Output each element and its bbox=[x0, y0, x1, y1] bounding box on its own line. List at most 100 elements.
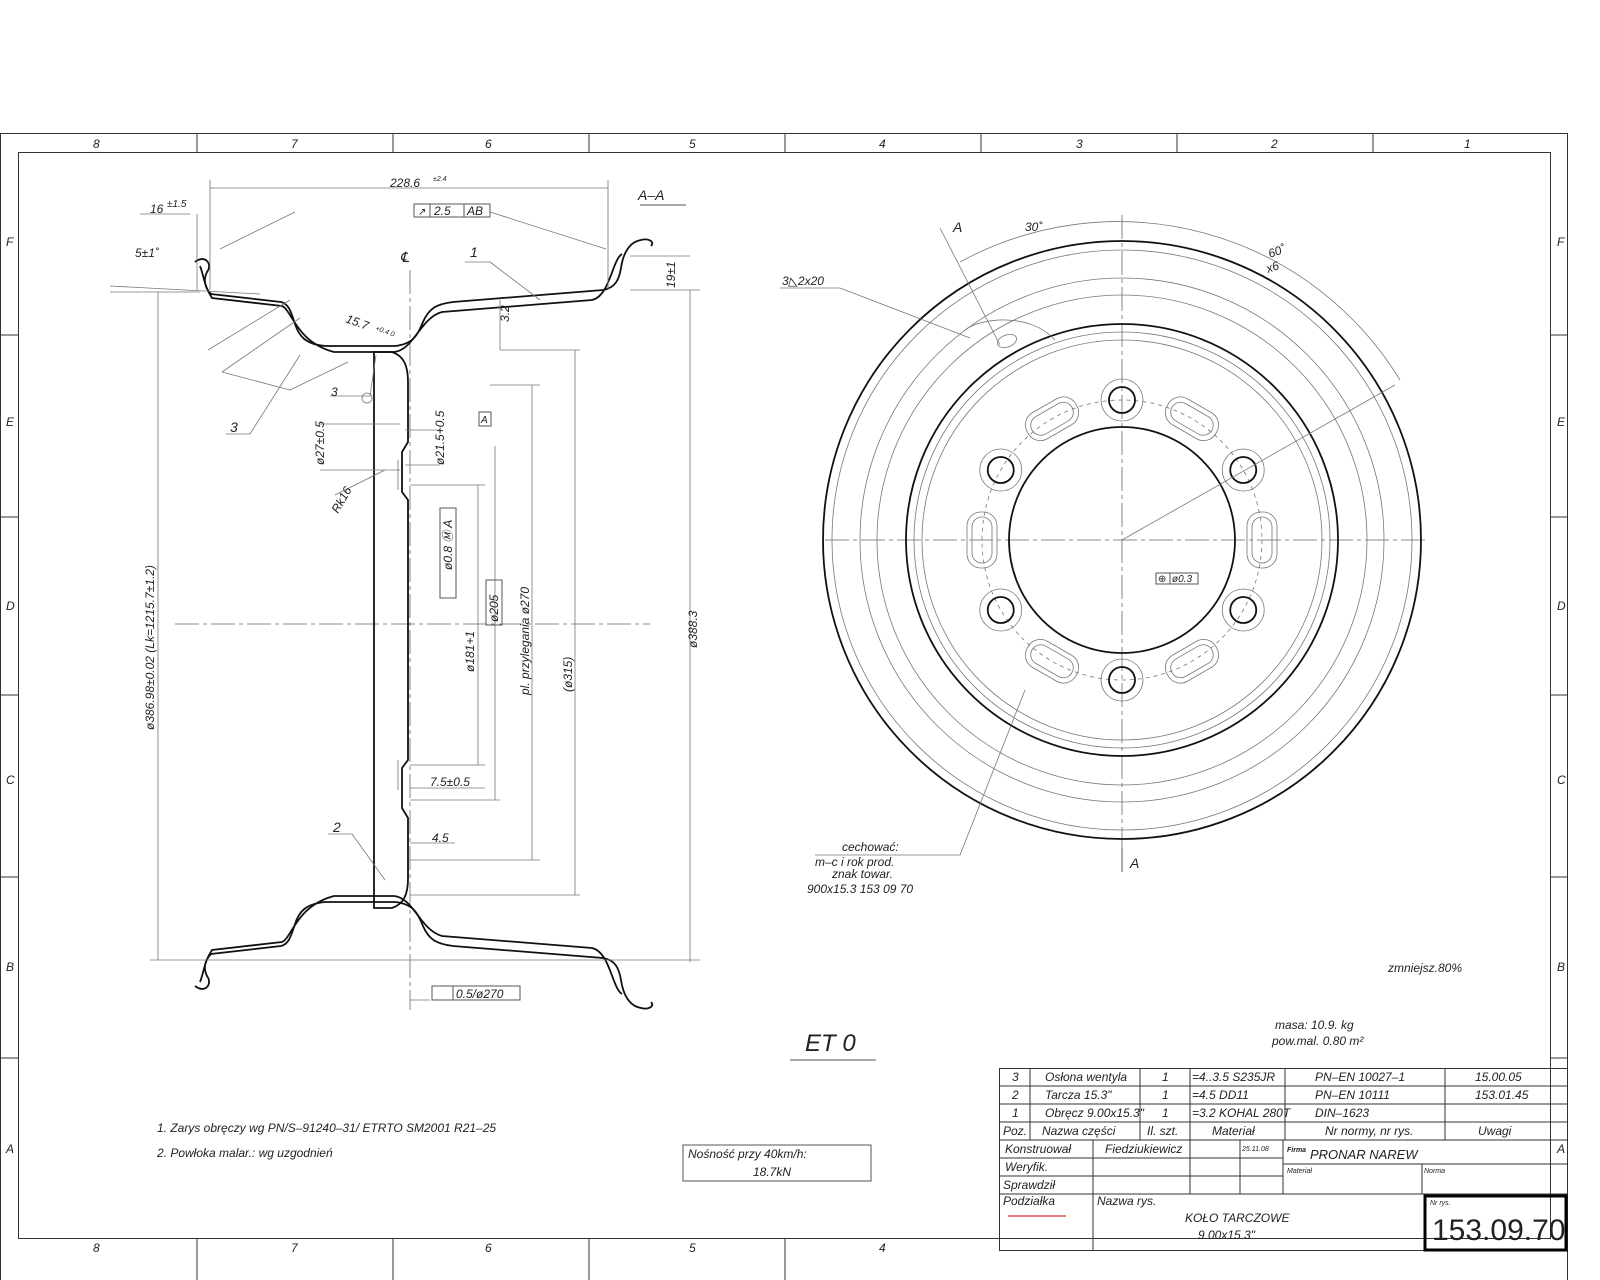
weld-callout: 3◺2x20 bbox=[782, 274, 824, 288]
scale-label: Podziałka bbox=[1003, 1194, 1055, 1208]
angle-count: x6 bbox=[1263, 258, 1281, 276]
part-name: Osłona wentyla bbox=[1045, 1070, 1127, 1084]
vent-slot-inner bbox=[1251, 516, 1273, 564]
designed-label: Konstruował bbox=[1005, 1142, 1071, 1156]
bolt-hole-outer bbox=[979, 588, 1023, 632]
area-note: pow.mal. 0.80 m² bbox=[1271, 1034, 1364, 1048]
dim-width-tol: ±2.4 bbox=[433, 176, 447, 183]
row-label: C bbox=[1557, 773, 1566, 787]
dim-width: 228.6 bbox=[389, 176, 420, 190]
marking-line-3: 900x15.3 153 09 70 bbox=[807, 882, 913, 896]
dim-d315: (ø315) bbox=[561, 657, 575, 692]
vent-slot-inner bbox=[1030, 644, 1074, 679]
runout-icon: ↗ bbox=[418, 207, 426, 218]
dim-angle: 5±1˚ bbox=[135, 246, 160, 260]
row-label: B bbox=[6, 960, 14, 974]
datum-a: A bbox=[480, 415, 488, 426]
column-label: 2 bbox=[1270, 137, 1278, 151]
dim-t75: 7.5±0.5 bbox=[430, 775, 470, 789]
firm-label: Firma bbox=[1287, 1147, 1306, 1154]
header-material: Materiał bbox=[1212, 1124, 1255, 1138]
vent-slot-inner bbox=[1170, 644, 1214, 679]
bolt-hole bbox=[1108, 666, 1136, 694]
bolt-hole bbox=[1229, 456, 1258, 484]
firm: PRONAR NAREW bbox=[1310, 1147, 1419, 1162]
bolt-hole-outer bbox=[1221, 588, 1265, 632]
header-remarks: Uwagi bbox=[1478, 1124, 1512, 1138]
column-label: 1 bbox=[1464, 137, 1471, 151]
notes: zmniejsz.80% masa: 10.9. kg pow.mal. 0.8… bbox=[156, 961, 1462, 1182]
norm-label: Norma bbox=[1424, 1168, 1445, 1175]
material-label: Materiał bbox=[1287, 1168, 1312, 1175]
checked-label: Sprawdził bbox=[1003, 1178, 1055, 1192]
vent-slot-inner bbox=[1030, 401, 1074, 436]
verified-label: Weryfik. bbox=[1005, 1160, 1048, 1174]
bolt-hole-outer bbox=[979, 448, 1023, 492]
vent-slot bbox=[1164, 396, 1220, 442]
row-label: C bbox=[6, 773, 15, 787]
row-label: F bbox=[1557, 235, 1565, 249]
column-label: 5 bbox=[689, 1241, 696, 1255]
part-qty: 1 bbox=[1162, 1088, 1169, 1102]
row-label: B bbox=[1557, 960, 1565, 974]
load-label: Nośność przy 40km/h: bbox=[688, 1147, 807, 1161]
marking-line-2: znak towar. bbox=[831, 867, 893, 881]
dim-t45: 4.5 bbox=[432, 831, 449, 845]
vent-slot bbox=[1164, 638, 1220, 684]
vent-slot-inner bbox=[1170, 401, 1214, 436]
date: 25.11.08 bbox=[1241, 1146, 1269, 1153]
part-norm: DIN–1623 bbox=[1315, 1106, 1369, 1120]
callout-2: 2 bbox=[332, 819, 341, 835]
position-tolerance-front: ø0.3 bbox=[1172, 574, 1192, 585]
bolt-hole-outer bbox=[1100, 378, 1144, 422]
column-label: 3 bbox=[1076, 137, 1083, 151]
section-mark-top: A bbox=[952, 219, 962, 235]
weld-symbol: 3 bbox=[331, 385, 338, 399]
section-title: A–A bbox=[637, 187, 664, 203]
dim-runout: 2.5 bbox=[433, 204, 451, 218]
part-material: =3.2 KOHAL 280T bbox=[1192, 1106, 1292, 1120]
row-label: A bbox=[1556, 1142, 1565, 1156]
dim-flatness: 0.5/ø270 bbox=[456, 987, 504, 1001]
part-remarks: 153.01.45 bbox=[1475, 1088, 1529, 1102]
column-label: 7 bbox=[291, 1241, 299, 1255]
header-name: Nazwa części bbox=[1042, 1124, 1116, 1138]
dim-flange: 16 bbox=[150, 202, 164, 216]
header-poz: Poz. bbox=[1003, 1124, 1027, 1138]
part-qty: 1 bbox=[1162, 1070, 1169, 1084]
part-material: =4.5 DD11 bbox=[1192, 1088, 1249, 1102]
row-label: A bbox=[5, 1142, 14, 1156]
mass-note: masa: 10.9. kg bbox=[1275, 1018, 1354, 1032]
dim-d27: ø27±0.5 bbox=[313, 421, 327, 465]
column-label: 7 bbox=[291, 137, 299, 151]
runout-frame bbox=[413, 203, 491, 218]
dim-flange-tol: ±1.5 bbox=[167, 199, 187, 210]
bolt-hole bbox=[1229, 596, 1258, 624]
part-material: =4..3.5 S235JR bbox=[1192, 1070, 1275, 1084]
position-tolerance: ø0.8 Ⓜ A bbox=[441, 520, 455, 570]
header-norm: Nr normy, nr rys. bbox=[1325, 1124, 1413, 1138]
bolt-hole bbox=[986, 456, 1015, 484]
drawing-name-1: KOŁO TARCZOWE bbox=[1185, 1211, 1290, 1225]
header-qty: Il. szt. bbox=[1147, 1124, 1178, 1138]
dim-d21: ø21.5+0.5 bbox=[433, 410, 447, 465]
row-label: D bbox=[6, 599, 15, 613]
callout-1: 1 bbox=[470, 244, 478, 260]
note-1: 1. Zarys obręczy wg PN/S–91240–31/ ETRTO… bbox=[157, 1121, 496, 1135]
row-label: E bbox=[6, 415, 15, 429]
part-qty: 1 bbox=[1162, 1106, 1169, 1120]
angle-60: 60˚ bbox=[1266, 241, 1288, 260]
vent-slot bbox=[1024, 396, 1080, 442]
bolt-hole bbox=[1108, 386, 1136, 414]
drawing-frame: 8 7 6 5 4 3 2 1 8 7 6 5 4 F E D C B A F … bbox=[0, 133, 1568, 1280]
marking-title: cechować: bbox=[842, 840, 899, 854]
ventilation-slots bbox=[966, 396, 1278, 684]
bolt-holes bbox=[979, 378, 1265, 702]
row-label: D bbox=[1557, 599, 1566, 613]
part-poz: 2 bbox=[1011, 1088, 1019, 1102]
load-value: 18.7kN bbox=[753, 1165, 791, 1179]
dim-rk: Rk16 bbox=[328, 484, 354, 516]
